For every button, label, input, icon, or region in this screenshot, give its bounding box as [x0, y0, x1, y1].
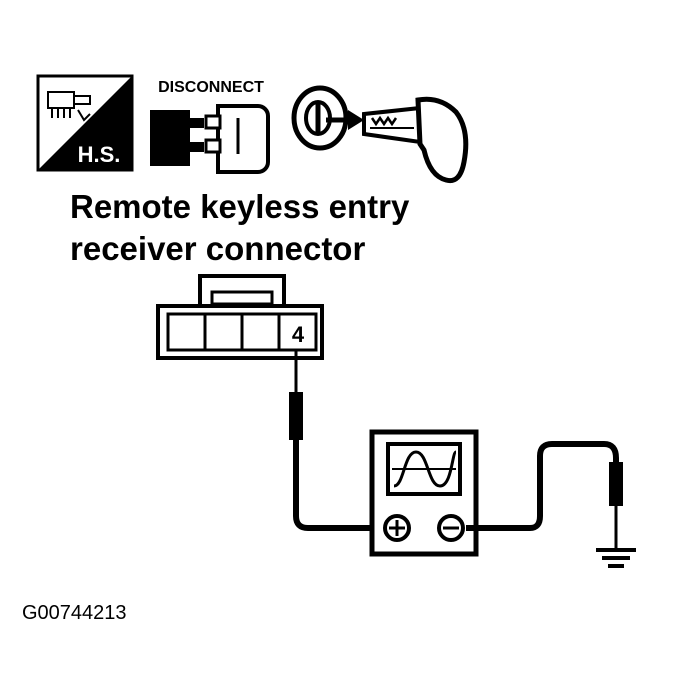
connector-title-line1: Remote keyless entry	[70, 188, 410, 225]
disconnect-icon: DISCONNECT	[150, 79, 270, 174]
ground-probe	[466, 441, 623, 548]
negative-terminal-icon	[437, 514, 465, 542]
positive-probe	[289, 350, 382, 531]
terminal-number: 4	[292, 322, 305, 347]
waveform-icon	[392, 450, 458, 488]
figure-id: G00744213	[22, 602, 127, 624]
ground-symbol-icon	[596, 548, 636, 568]
oscilloscope	[369, 429, 479, 557]
ignition-key-off-icon	[291, 85, 469, 184]
disconnect-label: DISCONNECT	[158, 79, 264, 96]
hs-icon: H.S.	[36, 74, 134, 172]
connector-title-line2: receiver connector	[70, 230, 365, 267]
hs-label: H.S.	[78, 142, 121, 167]
positive-terminal-icon	[383, 514, 411, 542]
receiver-connector: 4	[156, 274, 324, 360]
